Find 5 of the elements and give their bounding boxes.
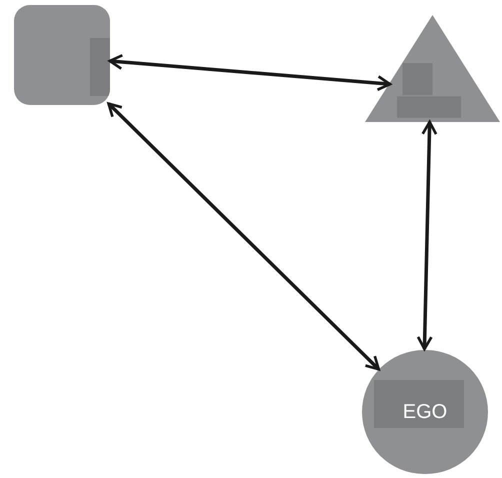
rounded-square xyxy=(14,5,110,105)
node-label: EGO xyxy=(402,400,448,425)
double-arrow xyxy=(107,102,380,371)
double-arrow xyxy=(108,54,392,92)
double-arrow xyxy=(416,120,438,350)
